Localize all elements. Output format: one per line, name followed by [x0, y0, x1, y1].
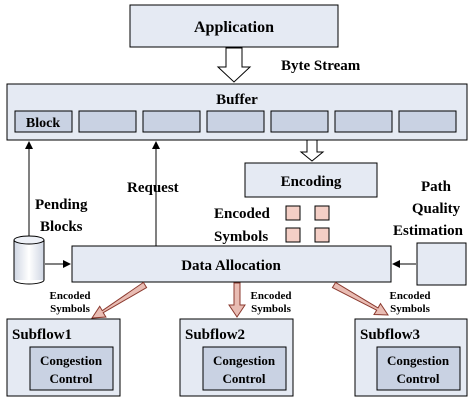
subflow1-label: Subflow1: [12, 327, 72, 343]
encoded-symbols-arrow-1: [91, 281, 148, 319]
path-quality-label-line2: Quality: [412, 201, 461, 217]
encoded-symbols-label-line2: Symbols: [214, 229, 268, 245]
subflow2-congestion-control-box: [202, 346, 287, 391]
arrow-2-label-line2: Symbols: [251, 303, 291, 315]
subflow2-label: Subflow2: [185, 327, 245, 343]
byte-stream-label: Byte Stream: [281, 58, 361, 74]
encoding-box: [244, 162, 378, 198]
application-label: Application: [194, 19, 274, 36]
buffer-to-encoding-arrow: [299, 139, 325, 162]
buffer-slot-block: [14, 110, 73, 133]
subflow1-congestion-control-box: [29, 346, 114, 391]
subflow2-congestion-label: Congestion: [213, 353, 276, 368]
buffer-slot: [142, 110, 201, 133]
subflow1-congestion-label: Congestion: [40, 353, 103, 368]
buffer-slot: [334, 110, 393, 133]
buffer-slot: [270, 110, 329, 133]
subflow1-control-label: Control: [49, 371, 92, 386]
buffer-slot: [78, 110, 137, 133]
application-box: [129, 4, 339, 48]
buffer-slot: [398, 110, 457, 133]
buffer-slot: [206, 110, 265, 133]
encoded-symbol: [314, 227, 330, 243]
data-allocation-box: [71, 245, 392, 283]
path-quality-estimation-box: [416, 242, 467, 286]
encoding-label: Encoding: [281, 174, 342, 190]
buffer-slot-block-label: Block: [26, 116, 60, 131]
subflow3-congestion-control-box: [376, 346, 461, 391]
encoded-symbols-label-line1: Encoded: [214, 206, 271, 222]
arrow-1-label-line1: Encoded: [50, 290, 91, 302]
buffer-label: Buffer: [216, 92, 258, 108]
request-label: Request: [127, 180, 179, 196]
encoded-symbols-arrow-3: [331, 281, 389, 316]
subflow3-congestion-label: Congestion: [387, 353, 450, 368]
path-quality-label-line1: Path: [421, 179, 452, 195]
subflow3-control-label: Control: [396, 371, 439, 386]
subflow2-control-label: Control: [222, 371, 265, 386]
path-quality-label-line3: Estimation: [393, 223, 464, 239]
arrow-3-label-line1: Encoded: [390, 290, 431, 302]
byte-stream-arrow: [216, 47, 252, 83]
encoded-symbol: [314, 205, 330, 221]
pending-blocks-label-line1: Pending: [35, 197, 88, 213]
arrow-1-label-line2: Symbols: [50, 303, 90, 315]
pending-blocks-storage-icon: [13, 235, 45, 285]
encoded-symbols-arrow-2: [228, 282, 246, 318]
data-allocation-label: Data Allocation: [181, 258, 281, 274]
arrow-3-label-line2: Symbols: [390, 303, 430, 315]
pending-blocks-label-line2: Blocks: [40, 219, 83, 235]
arrow-2-label-line1: Encoded: [251, 290, 292, 302]
encoded-symbol: [285, 227, 301, 243]
encoded-symbol: [285, 205, 301, 221]
subflow3-label: Subflow3: [360, 327, 420, 343]
